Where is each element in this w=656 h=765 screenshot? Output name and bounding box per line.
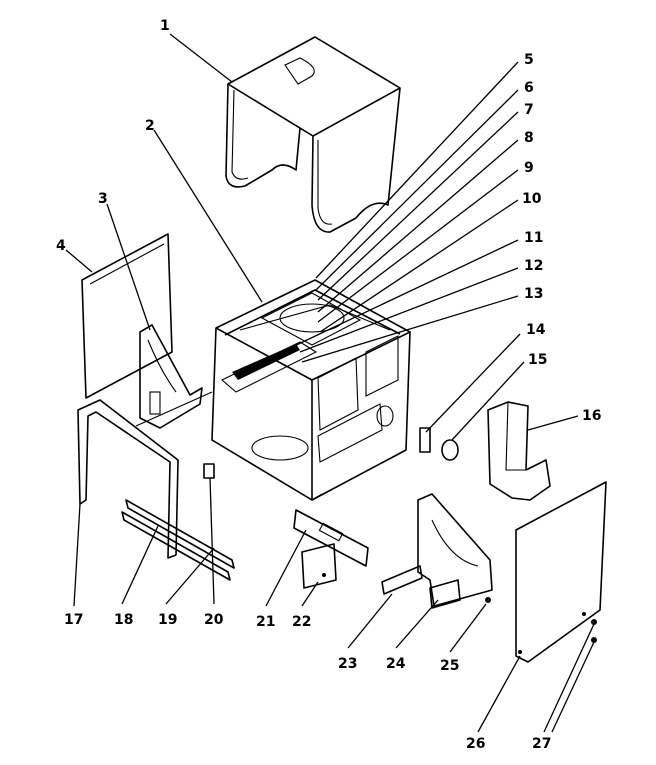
part-3-left-bracket bbox=[139, 324, 203, 429]
callout-18: 18 bbox=[114, 612, 133, 628]
part-22-plate bbox=[301, 543, 337, 589]
callout-17: 17 bbox=[64, 612, 83, 628]
callout-15: 15 bbox=[528, 352, 547, 368]
callout-19: 19 bbox=[158, 612, 177, 628]
callout-13: 13 bbox=[524, 286, 543, 302]
part-17-front-frame bbox=[77, 391, 213, 559]
callout-3: 3 bbox=[98, 191, 108, 207]
callout-6: 6 bbox=[524, 80, 534, 96]
callout-14: 14 bbox=[526, 322, 546, 338]
callout-12: 12 bbox=[524, 258, 543, 274]
callout-1: 1 bbox=[160, 18, 170, 34]
callout-labels: 1 2 3 4 5 6 7 8 9 10 11 12 13 14 15 16 1… bbox=[56, 18, 601, 752]
part-25-screw bbox=[485, 597, 491, 603]
part-1-top-cover bbox=[225, 36, 401, 233]
leader-lines bbox=[65, 33, 595, 733]
callout-26: 26 bbox=[466, 736, 485, 752]
callout-25: 25 bbox=[440, 658, 459, 674]
callout-2: 2 bbox=[145, 118, 155, 134]
callout-8: 8 bbox=[524, 130, 534, 146]
part-16-duct bbox=[487, 401, 551, 501]
part-15-ring bbox=[441, 439, 459, 461]
part-21-panel-strip bbox=[293, 509, 369, 567]
callout-10: 10 bbox=[522, 191, 542, 207]
callout-22: 22 bbox=[292, 614, 311, 630]
callout-11: 11 bbox=[524, 230, 543, 246]
callout-9: 9 bbox=[524, 160, 534, 176]
callout-4: 4 bbox=[56, 238, 66, 254]
main-cabinet bbox=[211, 279, 411, 501]
callout-20: 20 bbox=[204, 612, 224, 628]
part-27-screws bbox=[591, 619, 597, 643]
part-14-clip bbox=[419, 427, 431, 453]
part-26-rear-panel bbox=[515, 481, 607, 663]
parts-23-24-bracket bbox=[381, 493, 493, 609]
callout-27: 27 bbox=[532, 736, 551, 752]
callout-24: 24 bbox=[386, 656, 406, 672]
parts-18-19-rails bbox=[121, 499, 235, 581]
callout-7: 7 bbox=[524, 102, 534, 118]
part-4-side-panel bbox=[81, 233, 173, 399]
callout-16: 16 bbox=[582, 408, 601, 424]
callout-5: 5 bbox=[524, 52, 534, 68]
part-20-clip bbox=[203, 463, 215, 479]
callout-23: 23 bbox=[338, 656, 357, 672]
callout-21: 21 bbox=[256, 614, 275, 630]
